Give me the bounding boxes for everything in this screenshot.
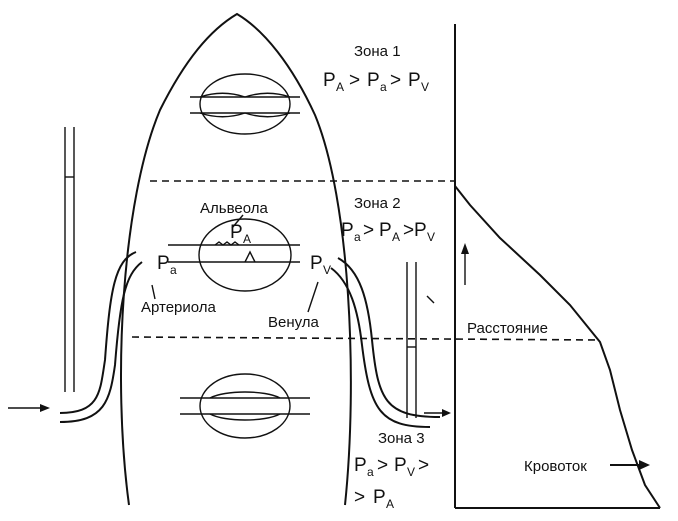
svg-text:P: P	[379, 220, 392, 241]
venula-leader	[308, 282, 318, 312]
arteriola-label: Артериола	[141, 299, 217, 316]
svg-text:>: >	[363, 220, 374, 241]
svg-text:V: V	[421, 80, 429, 94]
capillary-zone1	[190, 74, 300, 134]
svg-text:V: V	[323, 263, 331, 277]
svg-text:P: P	[230, 222, 243, 243]
svg-text:P: P	[354, 455, 367, 476]
svg-text:a: a	[380, 80, 387, 94]
svg-text:V: V	[407, 465, 415, 479]
zone3-formula: P a > P V > > P A	[354, 455, 429, 511]
zone1-title: Зона 1	[354, 43, 401, 60]
zone3-title: Зона 3	[378, 430, 425, 447]
svg-text:A: A	[392, 230, 400, 244]
capillary-zone3	[180, 374, 310, 438]
zone2-formula: P a > P A > P V	[341, 220, 435, 244]
svg-text:>: >	[418, 455, 429, 476]
svg-text:>: >	[377, 455, 388, 476]
svg-text:P: P	[157, 253, 170, 274]
zone1-formula: P A > P a > P V	[323, 70, 429, 94]
svg-text:>: >	[390, 70, 401, 91]
svg-text:P: P	[373, 487, 386, 508]
svg-text:>: >	[403, 220, 414, 241]
svg-text:>: >	[354, 487, 365, 508]
arteriola-leader	[152, 285, 155, 299]
svg-text:a: a	[170, 263, 177, 277]
alveolar-pressure-label: P A	[230, 222, 251, 246]
svg-text:a: a	[354, 230, 361, 244]
arterial-tube	[8, 127, 142, 422]
venula-label: Венула	[268, 314, 320, 331]
bloodflow-label: Кровоток	[524, 458, 587, 475]
distance-label: Расстояние	[467, 320, 548, 337]
distance-arrow-head	[461, 243, 469, 254]
distance-tick	[427, 296, 434, 303]
zone-boundary-lower	[132, 337, 600, 340]
venous-pressure-label: P V	[310, 253, 331, 277]
svg-text:V: V	[427, 230, 435, 244]
svg-text:P: P	[323, 70, 336, 91]
bloodflow-arrow-head	[639, 460, 650, 470]
svg-text:A: A	[243, 232, 251, 246]
svg-text:P: P	[310, 253, 323, 274]
svg-text:A: A	[386, 497, 394, 511]
venous-tube	[331, 258, 451, 427]
zone2-title: Зона 2	[354, 195, 401, 212]
svg-text:P: P	[341, 220, 354, 241]
svg-text:P: P	[394, 455, 407, 476]
svg-text:P: P	[414, 220, 427, 241]
svg-text:P: P	[367, 70, 380, 91]
svg-text:P: P	[408, 70, 421, 91]
svg-text:A: A	[336, 80, 344, 94]
alveola-label: Альвеола	[200, 200, 268, 217]
arterial-pressure-label: P a	[157, 253, 177, 277]
svg-text:a: a	[367, 465, 374, 479]
svg-text:>: >	[349, 70, 360, 91]
